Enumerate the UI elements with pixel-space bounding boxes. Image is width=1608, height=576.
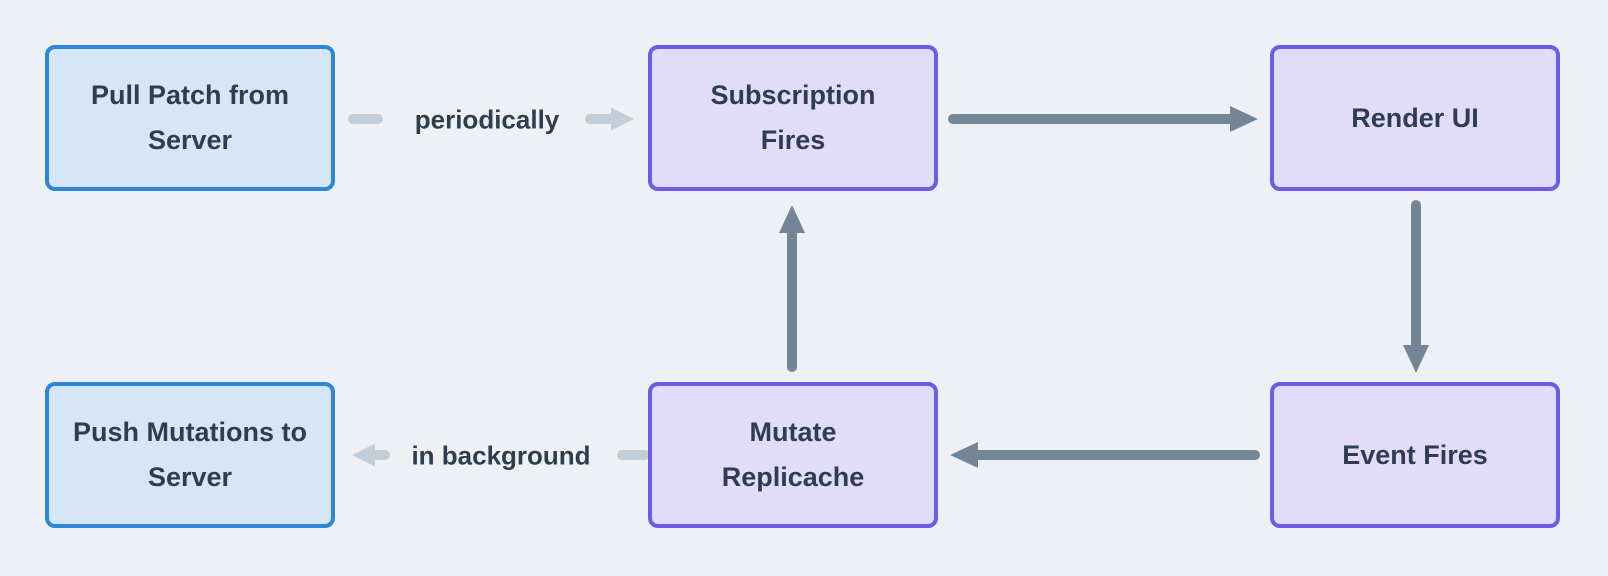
edge-label-periodically: periodically: [414, 104, 560, 135]
arrow-event-to-mutate: [950, 442, 1260, 468]
arrow-head: [1230, 106, 1258, 132]
arrow-head: [779, 205, 805, 233]
node-mutate-replicache: Mutate Replicache: [648, 382, 938, 528]
node-label: Mutate Replicache: [721, 417, 865, 492]
node-label: Push Mutations to Server: [73, 417, 307, 492]
node-label: Pull Patch from Server: [90, 80, 290, 155]
node-event-fires: Event Fires: [1270, 382, 1560, 528]
arrow-subscription-to-render: [948, 106, 1258, 132]
arrow-head: [1403, 345, 1429, 373]
node-label: Render UI: [1351, 102, 1479, 133]
arrow-mutate-to-subscription: [779, 205, 805, 372]
node-subscription-fires: Subscription Fires: [648, 45, 938, 191]
node-push-mutations: Push Mutations to Server: [45, 382, 335, 528]
arrow-head: [611, 107, 634, 131]
arrow-render-to-event: [1403, 200, 1429, 373]
node-pull-patch: Pull Patch from Server: [45, 45, 335, 191]
arrow-head: [352, 443, 375, 467]
node-render-ui: Render UI: [1270, 45, 1560, 191]
node-label: Event Fires: [1342, 439, 1488, 470]
node-label: Subscription Fires: [710, 80, 876, 155]
arrow-head: [950, 442, 978, 468]
edge-label-in-background: in background: [411, 440, 591, 471]
